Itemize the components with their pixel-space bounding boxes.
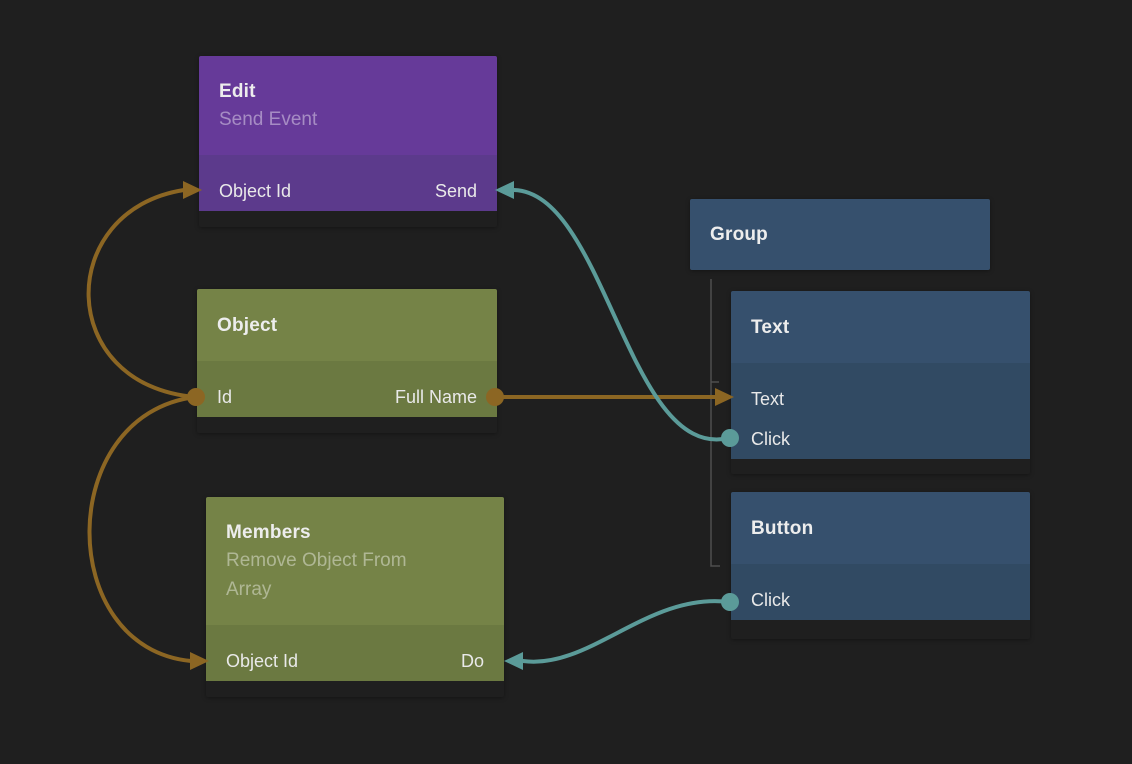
- wire-object-id-to-edit-object-id[interactable]: [86, 188, 197, 399]
- node-title: Members: [226, 521, 311, 543]
- node-button[interactable]: Button Click: [731, 492, 1030, 639]
- node-edit-body: Object Id Send: [199, 155, 497, 211]
- port-row: Text: [731, 379, 1030, 419]
- port-input-object-id[interactable]: Object Id: [219, 180, 292, 201]
- node-group[interactable]: Group: [690, 199, 990, 270]
- node-object-body: Id Full Name: [197, 361, 497, 417]
- port-input-do[interactable]: Do: [460, 650, 484, 671]
- port-output-id[interactable]: Id: [217, 386, 233, 407]
- node-members[interactable]: Members Remove Object From Array Object …: [206, 497, 504, 697]
- node-object[interactable]: Object Id Full Name: [197, 289, 497, 433]
- port-row: Object Id Do: [206, 641, 504, 681]
- node-button-header: Button: [731, 492, 1030, 564]
- node-edit-header: Edit Send Event: [199, 56, 497, 155]
- node-title: Edit: [219, 80, 256, 102]
- port-output-click[interactable]: Click: [751, 428, 790, 449]
- node-title: Button: [751, 517, 814, 539]
- wire-button-click-to-members-do[interactable]: [521, 599, 731, 664]
- arrowhead-edit-send: [495, 181, 514, 199]
- port-output-full-name[interactable]: Full Name: [394, 386, 477, 407]
- node-members-header: Members Remove Object From Array: [206, 497, 504, 625]
- port-row: Id Full Name: [197, 377, 497, 417]
- node-button-body: Click: [731, 564, 1030, 620]
- node-text-body: Text Click: [731, 363, 1030, 459]
- node-text-header: Text: [731, 291, 1030, 363]
- arrowhead-members-do: [504, 652, 523, 670]
- port-row: Click: [731, 419, 1030, 459]
- node-subtitle: Send Event: [219, 108, 318, 130]
- node-text[interactable]: Text Text Click: [731, 291, 1030, 474]
- node-group-header: Group: [690, 199, 990, 270]
- port-input-object-id[interactable]: Object Id: [226, 650, 299, 671]
- node-title: Group: [710, 224, 768, 245]
- node-edit[interactable]: Edit Send Event Object Id Send: [199, 56, 497, 227]
- port-row: Object Id Send: [199, 171, 497, 211]
- port-output-send[interactable]: Send: [434, 180, 477, 201]
- node-title: Text: [751, 316, 790, 338]
- port-row: Click: [731, 580, 1030, 620]
- port-output-click[interactable]: Click: [751, 589, 790, 610]
- wire-object-id-to-members-object-id[interactable]: [87, 395, 197, 663]
- node-title: Object: [217, 314, 278, 336]
- node-subtitle: Remove Object From Array: [226, 549, 407, 600]
- node-members-body: Object Id Do: [206, 625, 504, 681]
- node-object-header: Object: [197, 289, 497, 361]
- group-bracket-guide: [710, 279, 720, 567]
- port-input-text[interactable]: Text: [751, 388, 785, 409]
